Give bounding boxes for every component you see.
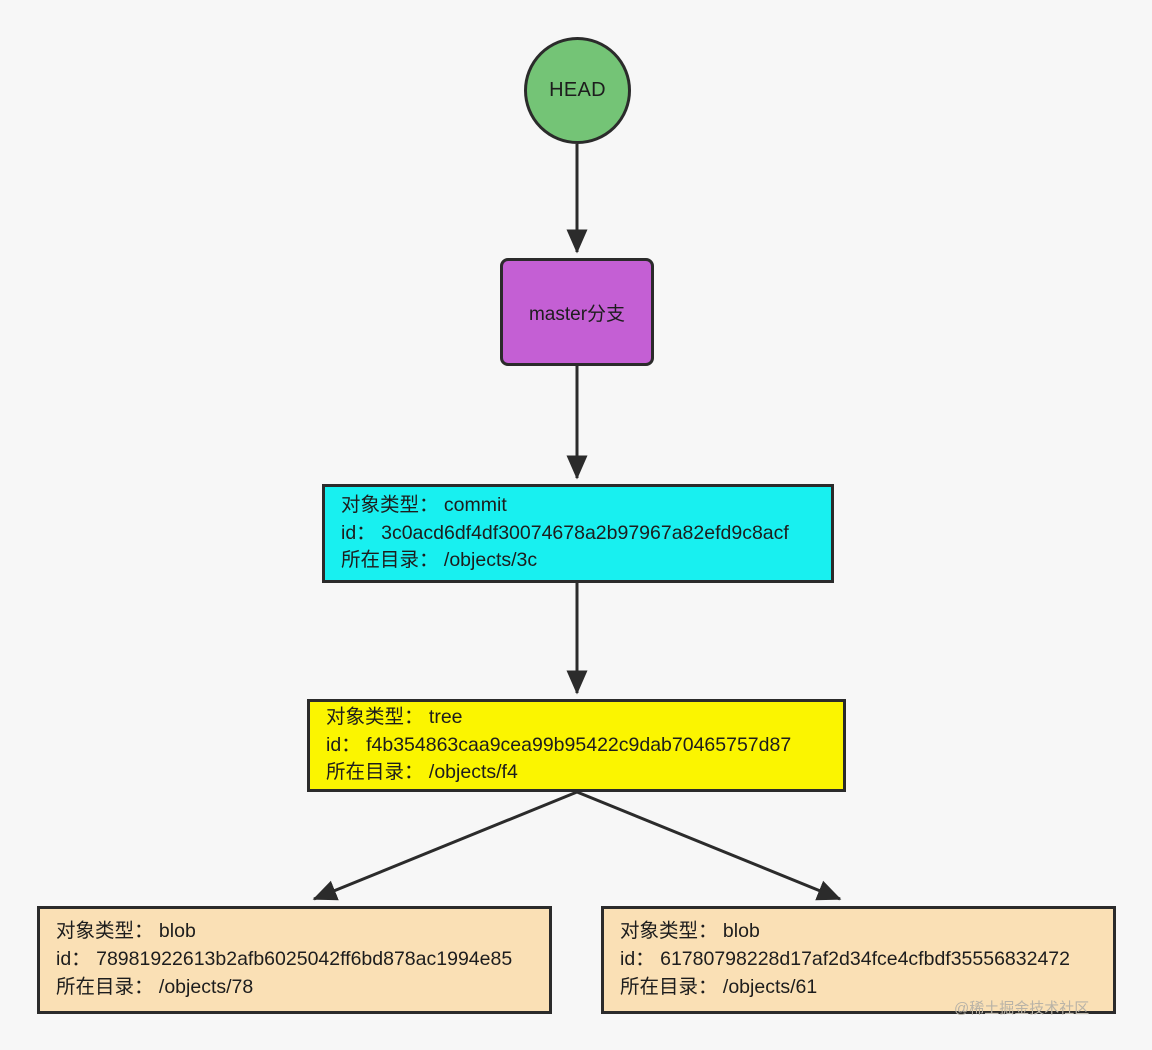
blob-left-directory-line: 所在目录： /objects/78: [56, 975, 254, 998]
commit-id-line: id： 3c0acd6df4df30074678a2b97967a82efd9c…: [341, 521, 789, 544]
tree-type-line: 对象类型： tree: [326, 705, 463, 728]
node-master-branch[interactable]: master分支: [500, 258, 654, 366]
blob-right-id-line: id： 61780798228d17af2d34fce4cfbdf3555683…: [620, 948, 1070, 971]
node-tree-object[interactable]: 对象类型： tree id： f4b354863caa9cea99b95422c…: [307, 699, 846, 792]
edge-tree-to-blob-right: [576, 790, 842, 901]
node-commit-object[interactable]: 对象类型： commit id： 3c0acd6df4df30074678a2b…: [322, 484, 834, 583]
node-head-label: HEAD: [549, 79, 606, 101]
watermark: @稀土掘金技术社区: [954, 1000, 1090, 1017]
node-head[interactable]: HEAD: [524, 37, 631, 144]
node-master-branch-label: master分支: [528, 303, 626, 325]
blob-left-type-line: 对象类型： blob: [56, 920, 196, 943]
tree-directory-line: 所在目录： /objects/f4: [326, 761, 518, 784]
blob-right-type-line: 对象类型： blob: [620, 920, 760, 943]
blob-left-id-line: id： 78981922613b2afb6025042ff6bd878ac199…: [56, 948, 513, 971]
commit-type-line: 对象类型： commit: [341, 493, 507, 516]
node-blob-right-object[interactable]: 对象类型： blob id： 61780798228d17af2d34fce4c…: [601, 906, 1116, 1014]
node-blob-left-object[interactable]: 对象类型： blob id： 78981922613b2afb6025042ff…: [37, 906, 552, 1014]
edge-tree-to-blob-left: [312, 790, 578, 901]
commit-directory-line: 所在目录： /objects/3c: [341, 549, 538, 572]
blob-right-directory-line: 所在目录： /objects/61: [620, 975, 818, 998]
tree-id-line: id： f4b354863caa9cea99b95422c9dab7046575…: [326, 733, 792, 756]
